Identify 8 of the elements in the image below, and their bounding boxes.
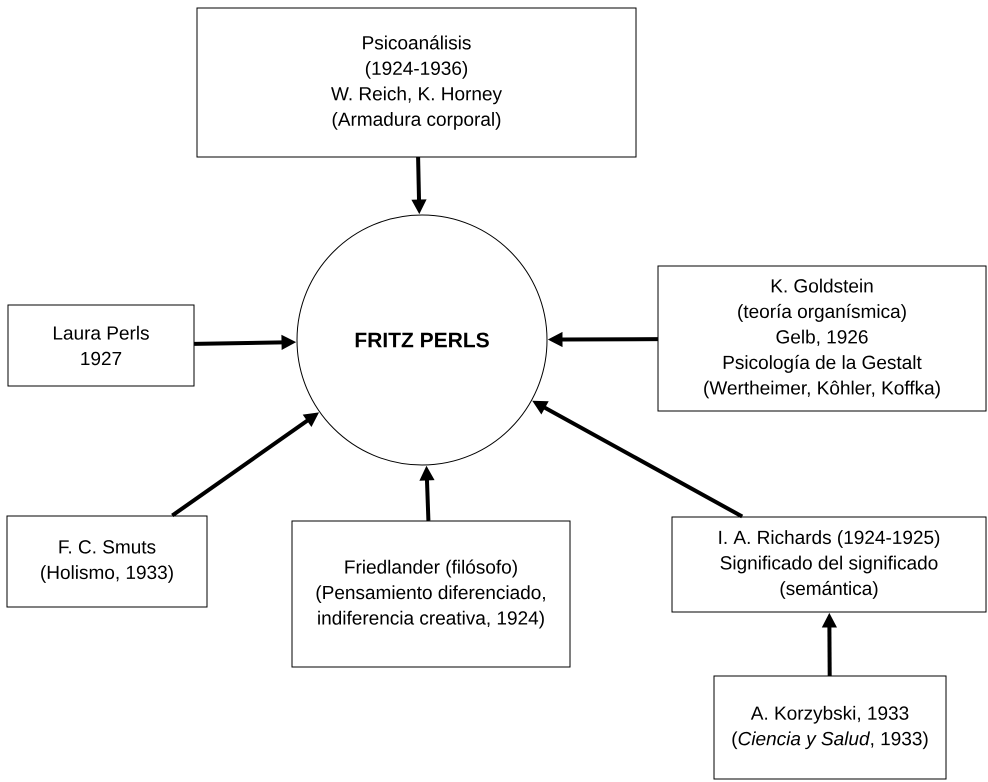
text-box: F. C. Smuts (Holismo, 1933)	[6, 516, 208, 608]
circle-node: FRITZ PERLS	[296, 214, 548, 466]
text-box: Friedlander (filósofo) (Pensamiento diferenciado, indiferencia creativa, 1924)	[292, 520, 570, 668]
text-box: A. Korzybski, 1933 (Ciencia y Salud, 1933)	[714, 676, 946, 780]
text-box: Psicoanálisis (1924-1936) W. Reich, K. Horney (Armadura corporal)	[196, 8, 636, 158]
text-box: K. Goldstein (teoría organísmica) Gelb, 1926 Psicología de la Gestalt (Wertheimer, Kôhler, Koffka)	[658, 266, 986, 412]
text-box: I. A. Richards (1924-1925) Significado del significado (semántica)	[672, 516, 986, 612]
text-box: Laura Perls 1927	[8, 304, 194, 386]
